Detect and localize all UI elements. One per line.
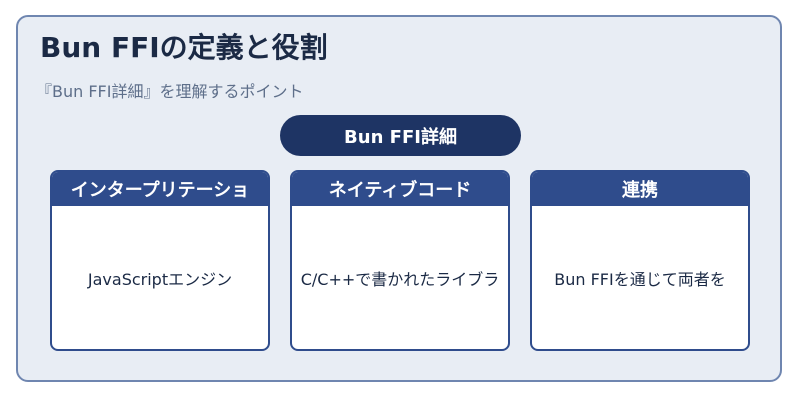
card-interpretation: インタープリテーショ JavaScriptエンジン [50,170,270,351]
card-body: C/C++で書かれたライブラ [300,269,500,289]
card-header: ネイティブコード [292,172,508,206]
central-topic-pill: Bun FFI詳細 [280,115,521,156]
card-header: インタープリテーショ [52,172,268,206]
card-body: Bun FFIを通じて両者を [554,269,726,289]
page-subtitle: 『Bun FFI詳細』を理解するポイント [36,82,304,101]
card-body: JavaScriptエンジン [87,269,233,289]
card-native-code: ネイティブコード C/C++で書かれたライブラ [290,170,510,351]
page-title: Bun FFIの定義と役割 [40,31,328,64]
card-integration: 連携 Bun FFIを通じて両者を [530,170,750,351]
card-header: 連携 [532,172,748,206]
